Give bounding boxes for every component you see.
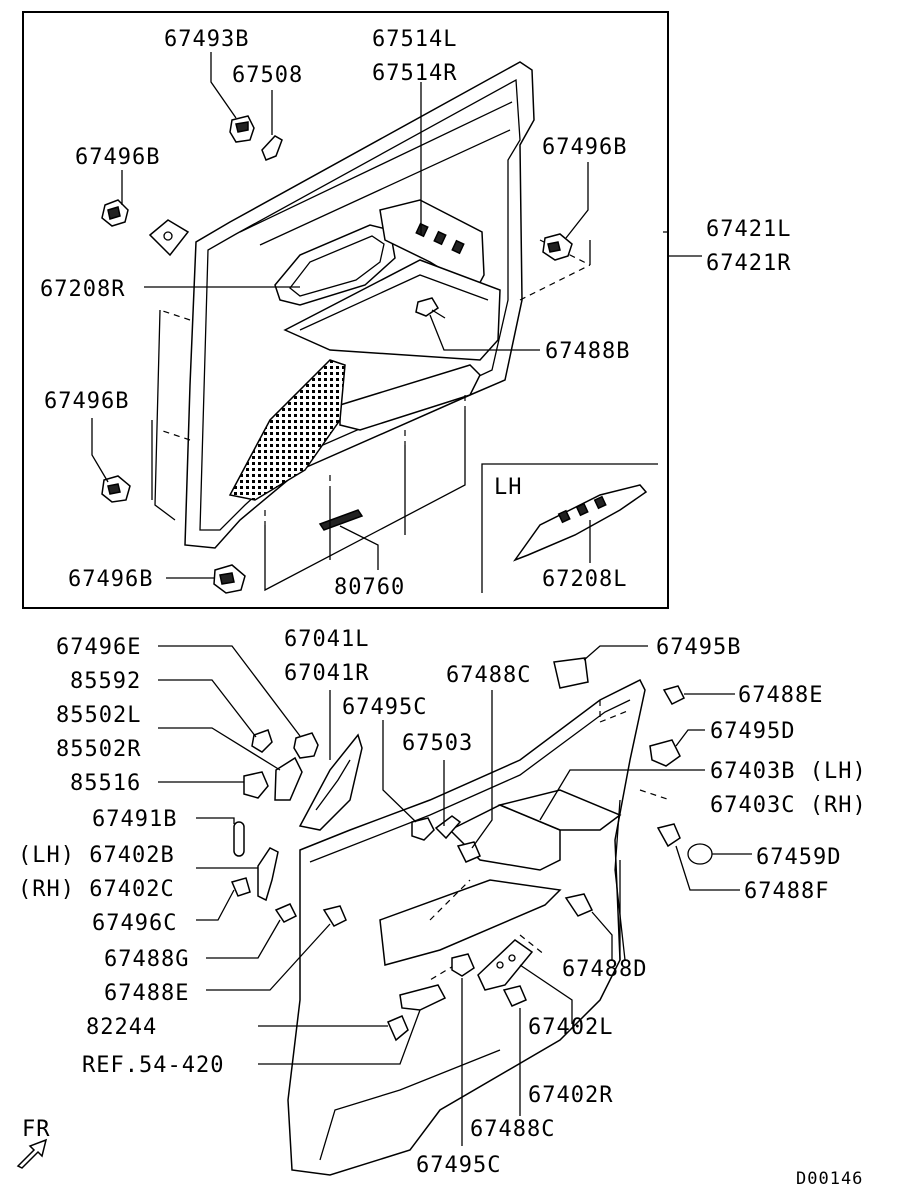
label-85502L: 85502L xyxy=(56,703,141,728)
label-67402B: (LH) 67402B xyxy=(18,843,175,868)
label-67496B-right: 67496B xyxy=(542,135,627,160)
label-67496C: 67496C xyxy=(92,911,177,936)
label-67459D: 67459D xyxy=(756,845,841,870)
label-ref-54-420: REF.54-420 xyxy=(82,1053,224,1078)
label-67495C-bottom: 67495C xyxy=(416,1153,501,1178)
label-67488C-bottom: 67488C xyxy=(470,1117,555,1142)
label-67421R: 67421R xyxy=(706,251,791,276)
label-85516: 85516 xyxy=(70,771,141,796)
dashed-guides-bottom xyxy=(429,700,671,981)
label-67496E: 67496E xyxy=(56,635,141,660)
label-67421L: 67421L xyxy=(706,217,791,242)
label-67508: 67508 xyxy=(232,63,303,88)
label-67208L: 67208L xyxy=(542,567,627,592)
label-67041L: 67041L xyxy=(284,627,369,652)
label-67488G: 67488G xyxy=(104,947,189,972)
label-67488E-left: 67488E xyxy=(104,981,189,1006)
leader-lines-bottom xyxy=(158,645,752,1146)
label-85592: 85592 xyxy=(70,669,141,694)
label-67514R: 67514R xyxy=(372,61,457,86)
label-67493B: 67493B xyxy=(164,27,249,52)
label-fr: FR xyxy=(22,1117,51,1142)
label-67488C-top: 67488C xyxy=(446,663,531,688)
label-67495B: 67495B xyxy=(656,635,741,660)
label-67496B-bottom: 67496B xyxy=(68,567,153,592)
label-67496B-left: 67496B xyxy=(75,145,160,170)
leader-lines-top xyxy=(91,52,702,579)
label-67041R: 67041R xyxy=(284,661,369,686)
label-67403C: 67403C (RH) xyxy=(710,793,867,818)
label-67488B: 67488B xyxy=(545,339,630,364)
label-inset-LH: LH xyxy=(494,475,523,500)
label-67488D: 67488D xyxy=(562,957,647,982)
label-82244: 82244 xyxy=(86,1015,157,1040)
assembly-lines-top xyxy=(151,240,591,592)
label-67496B-lowerleft: 67496B xyxy=(44,389,129,414)
label-80760: 80760 xyxy=(334,575,405,600)
label-67514L: 67514L xyxy=(372,27,457,52)
label-67403B: 67403B (LH) xyxy=(710,759,867,784)
fastener-parts-bottom xyxy=(230,657,713,1042)
label-67488F: 67488F xyxy=(744,879,829,904)
label-67503: 67503 xyxy=(402,731,473,756)
label-67491B: 67491B xyxy=(92,807,177,832)
label-67402C: (RH) 67402C xyxy=(18,877,175,902)
fastener-parts-top xyxy=(101,115,573,594)
label-diagram-code: D00146 xyxy=(796,1169,863,1187)
label-67208R: 67208R xyxy=(40,277,125,302)
label-67402L: 67402L xyxy=(528,1015,613,1040)
label-67495D: 67495D xyxy=(710,719,795,744)
label-67495C-top: 67495C xyxy=(342,695,427,720)
door-trim-panel-illustration xyxy=(184,61,535,549)
lh-inset xyxy=(481,463,658,593)
label-85502R: 85502R xyxy=(56,737,141,762)
label-67488E-right: 67488E xyxy=(738,683,823,708)
top-assembly-frame xyxy=(22,11,669,609)
label-67402R: 67402R xyxy=(528,1083,613,1108)
front-direction-arrow xyxy=(16,1138,48,1169)
